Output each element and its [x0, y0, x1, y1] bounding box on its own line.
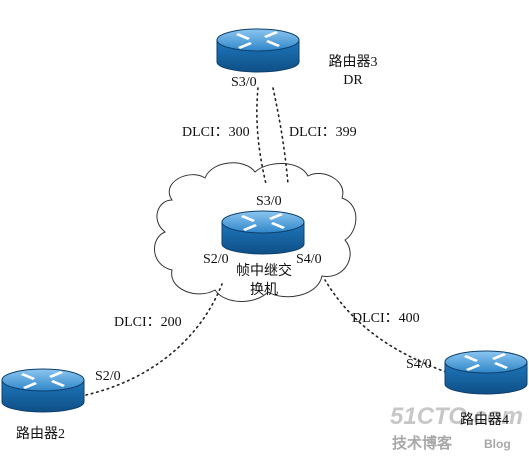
link-r4-fr — [324, 279, 447, 373]
router-2-name: 路由器2 — [16, 427, 65, 442]
router-4-icon — [444, 350, 528, 395]
router-2-interface: S2/0 — [95, 369, 121, 384]
fr-interface-left: S2/0 — [203, 252, 229, 267]
fr-interface-top: S3/0 — [256, 194, 282, 209]
link-r2-fr — [85, 283, 223, 396]
router-3-role: DR — [343, 73, 363, 88]
router-4-name: 路由器4 — [460, 413, 509, 428]
svg-text:51CTO.com: 51CTO.com — [390, 403, 523, 430]
watermark-blog: Blog — [484, 437, 511, 451]
router-3-interface: S3/0 — [231, 75, 257, 90]
dlci-label-r3-left: DLCI：300 — [182, 125, 250, 140]
dlci-label-r4: DLCI：400 — [352, 311, 420, 326]
frame-relay-switch-icon — [221, 210, 305, 255]
router-3-icon — [216, 28, 300, 73]
fr-name-line2: 换机 — [250, 283, 278, 298]
fr-interface-right: S4/0 — [296, 252, 322, 267]
watermark-logo: 51CTO.com — [390, 403, 523, 430]
router-2-icon — [1, 368, 85, 413]
router-4-interface: S4/0 — [406, 357, 432, 372]
watermark-subtitle: 技术博客 — [392, 435, 453, 452]
link-r3-fr-right — [272, 87, 289, 185]
dlci-label-r3-right: DLCI：399 — [289, 125, 357, 140]
fr-name-line1: 帧中继交 — [236, 264, 292, 279]
dlci-label-r2: DLCI：200 — [114, 315, 182, 330]
router-3-name: 路由器3 — [328, 55, 378, 70]
